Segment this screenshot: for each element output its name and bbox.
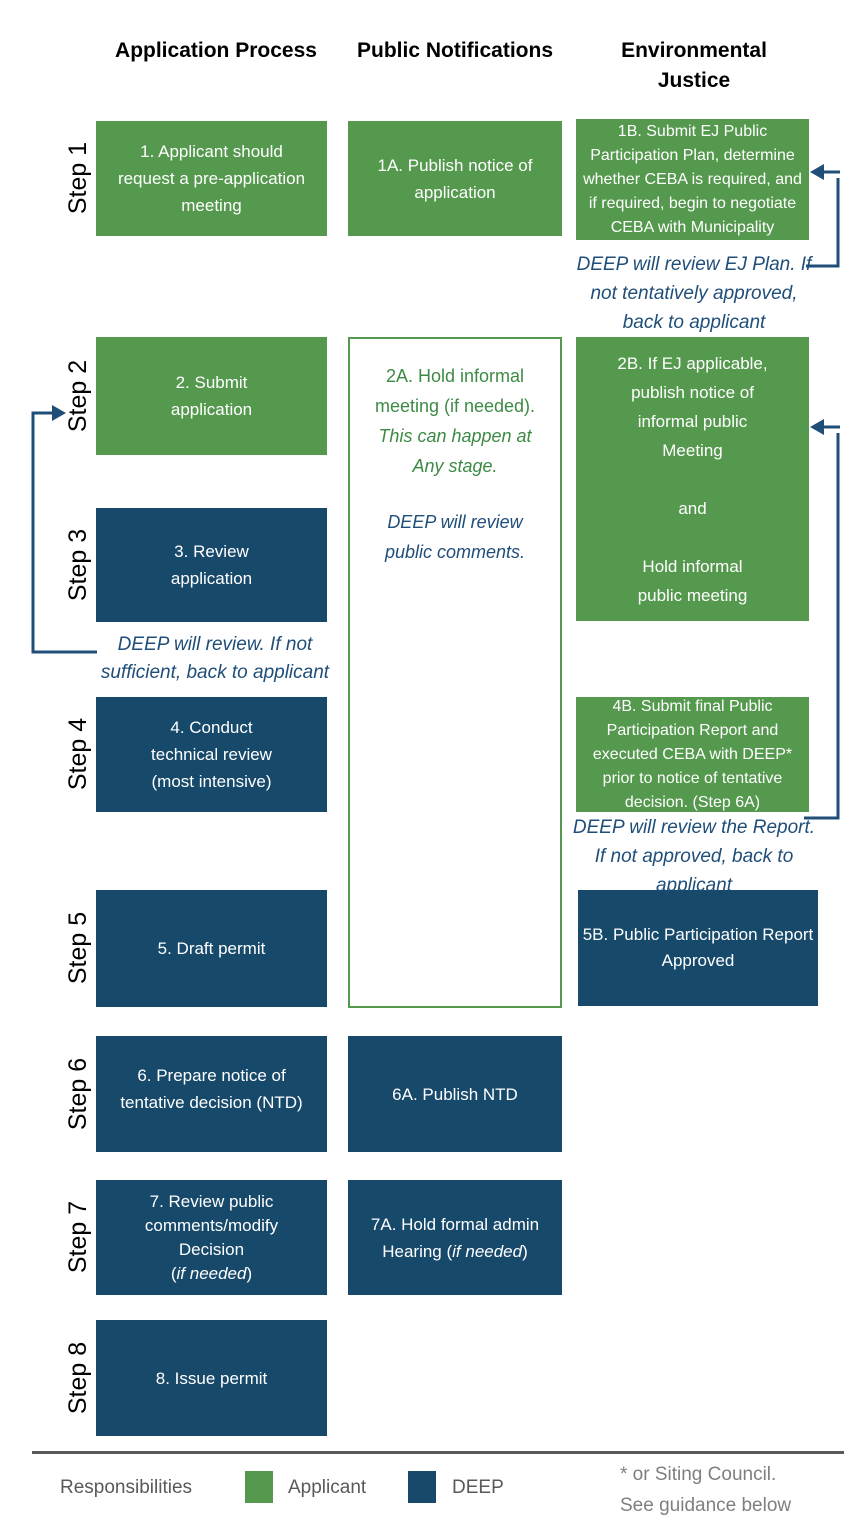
- legend-title: Responsibilities: [60, 1477, 193, 1498]
- process-box-3-review-application: 3. Review application: [96, 508, 327, 622]
- arrowhead-2b-icon: [810, 419, 824, 435]
- process-box-8-issue-permit: 8. Issue permit: [96, 1320, 327, 1436]
- panel-deep-review-note: DEEP will review public comments.: [384, 512, 526, 562]
- arrow-shaft-2b: [822, 425, 840, 429]
- legend-label-deep: DEEP: [452, 1477, 504, 1498]
- legend-swatch-deep: [408, 1471, 436, 1503]
- process-box-7-review-comments: 7. Review public comments/modify Decisio…: [96, 1180, 327, 1295]
- process-box-6-prepare-ntd: 6. Prepare notice of tentative decision …: [96, 1036, 327, 1152]
- siting-council-note: * or Siting Council. See guidance below: [620, 1464, 792, 1516]
- return-arrow-right-to-2b: [804, 433, 840, 820]
- column-header-environmental-justice: Environmental Justice: [621, 39, 767, 92]
- process-box-4-technical-review: 4. Conduct technical review (most intens…: [96, 697, 327, 812]
- annotation-deep-review-ej-plan: DEEP will review EJ Plan. If not tentati…: [576, 254, 812, 333]
- ej-box-5b-report-approved: 5B. Public Participation Report Approved: [578, 890, 818, 1006]
- notification-box-1a-publish-notice: 1A. Publish notice of application: [348, 121, 562, 236]
- process-box-1-preapplication-meeting: 1. Applicant should request a pre-applic…: [96, 121, 327, 236]
- ej-box-2b-informal-public-meeting: 2B. If EJ applicable, publish notice of …: [576, 337, 809, 621]
- column-header-public-notifications: Public Notifications: [356, 39, 554, 62]
- ej-box-4b-final-participation-report: 4B. Submit final Public Participation Re…: [576, 697, 809, 812]
- ej-box-1b-submit-ej-plan: 1B. Submit EJ Public Participation Plan,…: [576, 119, 809, 240]
- footer-divider: [32, 1451, 844, 1454]
- process-box-5-draft-permit: 5. Draft permit: [96, 890, 327, 1007]
- notification-box-7a-formal-hearing: 7A. Hold formal admin Hearing (if needed…: [348, 1180, 562, 1295]
- arrow-shaft-1b: [822, 170, 840, 174]
- notification-box-6a-publish-ntd: 6A. Publish NTD: [348, 1036, 562, 1152]
- arrowhead-1b-icon: [810, 164, 824, 180]
- annotation-deep-review-application: DEEP will review. If not sufficient, bac…: [100, 634, 330, 683]
- column-header-application-process: Application Process: [115, 39, 317, 62]
- annotation-deep-review-report: DEEP will review the Report. If not appr…: [572, 817, 816, 896]
- legend-label-applicant: Applicant: [288, 1477, 367, 1498]
- process-box-2-submit-application: 2. Submit application: [96, 337, 327, 455]
- informal-meeting-panel-2a: 2A. Hold informal meeting (if needed). T…: [348, 337, 562, 1008]
- legend-swatch-applicant: [245, 1471, 273, 1503]
